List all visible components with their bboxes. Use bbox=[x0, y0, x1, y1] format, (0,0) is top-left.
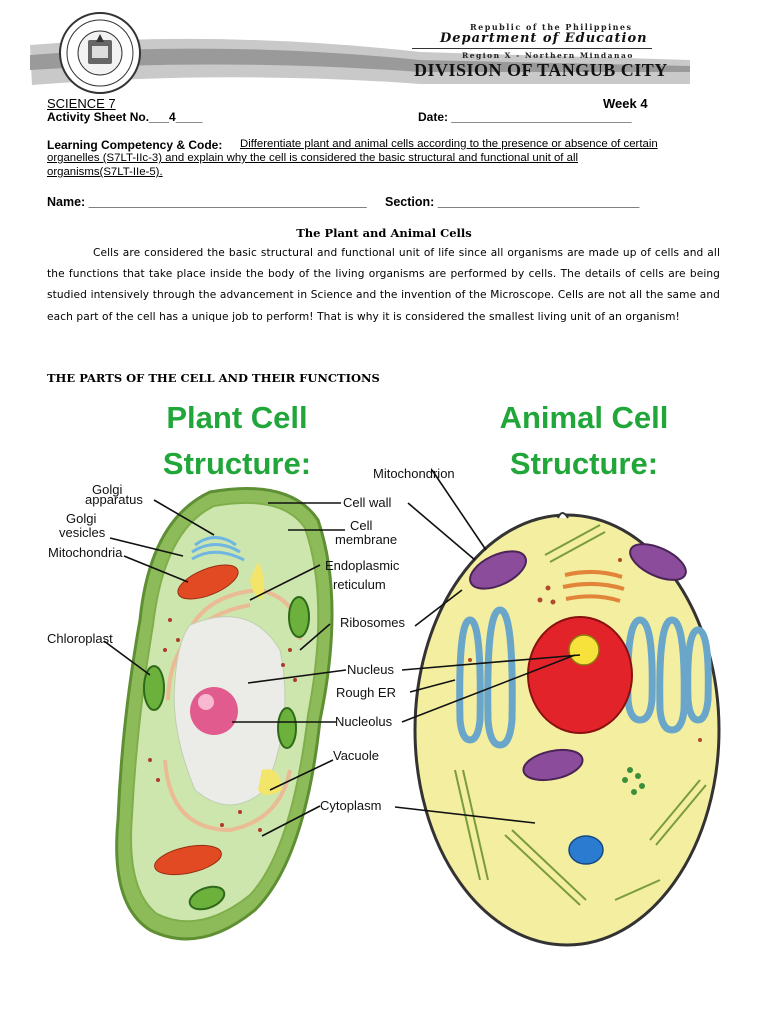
label-reticulum-2: reticulum bbox=[333, 577, 386, 592]
label-nucleus: Nucleus bbox=[347, 662, 394, 677]
activity-sheet-label: Activity Sheet No.___4____ bbox=[47, 110, 203, 124]
label-endoplasmic-1: Endoplasmic bbox=[325, 558, 400, 573]
plant-mitochondrion-bottom bbox=[154, 844, 222, 876]
animal-title-line2: Structure: bbox=[510, 446, 658, 481]
microtubules bbox=[454, 524, 707, 906]
small-vacuole bbox=[250, 562, 265, 600]
label-rough-er: Rough ER bbox=[336, 685, 396, 700]
animal-mitochondrion-3 bbox=[522, 748, 584, 782]
animal-cell bbox=[413, 512, 721, 947]
cell-diagram: Plant Cell Structure: Animal Cell Struct… bbox=[47, 400, 721, 947]
plant-title-line2: Structure: bbox=[163, 446, 311, 481]
label-mitochondria: Mitochondria bbox=[48, 545, 123, 560]
label-cytoplasm: Cytoplasm bbox=[320, 798, 381, 813]
competency-text-2: organelles (S7LT-IIc-3) and explain why … bbox=[47, 152, 579, 164]
label-ribosomes: Ribosomes bbox=[340, 615, 406, 630]
label-cell-membrane-2: membrane bbox=[335, 532, 397, 547]
plant-golgi bbox=[194, 536, 237, 547]
header-rule bbox=[412, 48, 652, 49]
label-golgi-apparatus-1: Golgi bbox=[92, 482, 122, 497]
label-cell-wall: Cell wall bbox=[343, 495, 392, 510]
animal-mitochondrion-1 bbox=[469, 550, 527, 590]
plant-title-line1: Plant Cell bbox=[166, 400, 307, 435]
animal-vesicle bbox=[568, 835, 604, 865]
label-mitochondrion: Mitochondrion bbox=[373, 466, 455, 481]
label-nucleolus: Nucleolus bbox=[335, 714, 393, 729]
division-text: DIVISION OF TANGUB CITY bbox=[414, 60, 668, 80]
region-text: Region X - Northern Mindanao bbox=[462, 51, 634, 60]
label-lines bbox=[103, 469, 581, 837]
date-field: Date: ___________________________ bbox=[418, 110, 632, 124]
section-heading: THE PARTS OF THE CELL AND THEIR FUNCTION… bbox=[47, 371, 380, 385]
animal-nucleolus bbox=[568, 634, 600, 666]
week-label: Week 4 bbox=[603, 96, 648, 111]
plant-ribosomes bbox=[148, 618, 297, 832]
animal-title-line1: Animal Cell bbox=[500, 400, 669, 435]
republic-text: Republic of the Philippines bbox=[470, 22, 633, 32]
label-golgi-vesicles-1: Golgi bbox=[66, 511, 96, 526]
banner-stripe bbox=[30, 48, 690, 72]
department-text: Department of Education bbox=[440, 31, 648, 46]
plant-nucleus bbox=[190, 687, 238, 735]
chloroplast-right bbox=[288, 596, 310, 638]
chloroplast-bottom bbox=[188, 885, 226, 911]
section-field: Section: _____________________________ bbox=[385, 195, 640, 209]
animal-ribosomes bbox=[468, 558, 702, 742]
header-banner bbox=[30, 12, 690, 94]
animal-golgi bbox=[562, 570, 625, 603]
label-chloroplast: Chloroplast bbox=[47, 631, 113, 646]
animal-mitochondrion-2 bbox=[629, 543, 687, 581]
document-title: The Plant and Animal Cells bbox=[296, 226, 472, 240]
plant-cell bbox=[115, 487, 334, 941]
chloroplast-left bbox=[143, 665, 165, 711]
rough-er bbox=[456, 606, 712, 749]
animal-nucleus bbox=[527, 616, 633, 734]
intro-paragraph: Cells are considered the basic structura… bbox=[47, 247, 720, 323]
label-vacuole: Vacuole bbox=[333, 748, 379, 763]
diagram-labels: Golgi apparatus Golgi vesicles Mitochond… bbox=[47, 466, 455, 813]
plant-mitochondrion-top bbox=[177, 564, 239, 600]
deped-seal-icon bbox=[59, 12, 141, 94]
centrosome bbox=[622, 767, 645, 795]
chloroplast-mid bbox=[277, 707, 297, 749]
name-field: Name: __________________________________… bbox=[47, 195, 367, 209]
competency-text-1: Differentiate plant and animal cells acc… bbox=[240, 138, 658, 150]
subject-label: SCIENCE 7 bbox=[47, 96, 116, 111]
label-golgi-apparatus-2: apparatus bbox=[85, 492, 143, 507]
competency-text-3: organisms(S7LT-IIe-5). bbox=[47, 166, 163, 178]
label-golgi-vesicles-2: vesicles bbox=[59, 525, 106, 540]
plant-nucleolus bbox=[198, 694, 214, 710]
label-cell-membrane-1: Cell bbox=[350, 518, 373, 533]
competency-label: Learning Competency & Code: bbox=[47, 138, 223, 152]
